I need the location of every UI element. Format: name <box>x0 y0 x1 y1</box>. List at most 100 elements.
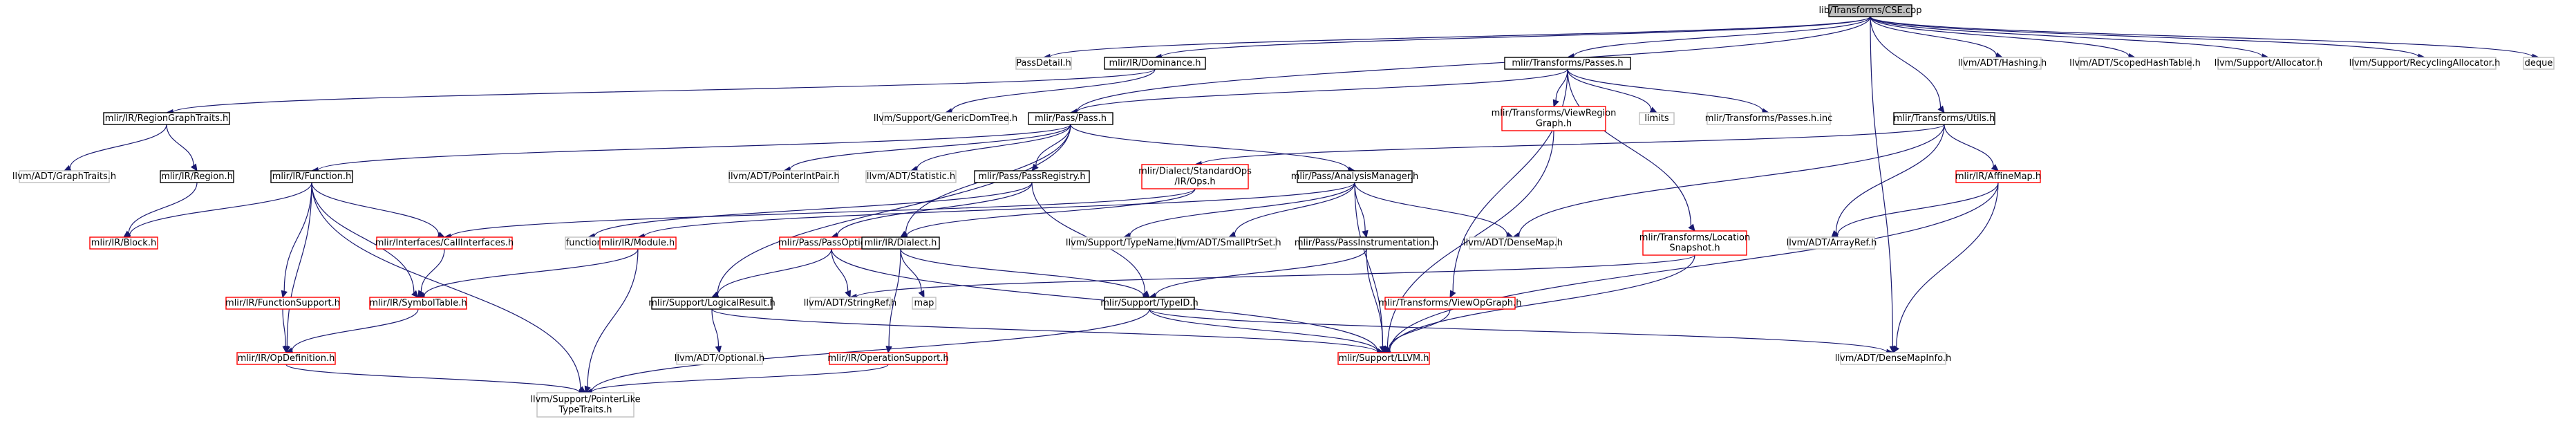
node-box <box>1299 236 1434 250</box>
node-affinemap[interactable]: mlir/IR/AffineMap.h <box>1955 170 2041 183</box>
node-passesinc[interactable]: mlir/Transforms/Passes.h.inc <box>1705 112 1832 125</box>
node-box <box>651 297 773 310</box>
node-box <box>728 170 839 183</box>
node-label: mlir/Transforms/Location <box>1639 233 1750 243</box>
node-smallptrset[interactable]: llvm/ADT/SmallPtrSet.h <box>1176 236 1281 250</box>
node-label: /IR/Ops.h <box>1174 177 1215 187</box>
node-callinterfaces[interactable]: mlir/Interfaces/CallInterfaces.h <box>375 236 514 250</box>
edge-logicalresult-to-llvmh <box>711 308 1378 353</box>
node-label: deque <box>2525 58 2553 68</box>
edge-dialect-to-typeid <box>900 248 1144 297</box>
node-box <box>1639 112 1675 125</box>
edge-analysismgr-to-module <box>643 182 1355 237</box>
node-label: mlir/Transforms/Passes.h.inc <box>1705 113 1832 124</box>
node-label: llvm/ADT/ScopedHashTable.h <box>2069 58 2201 68</box>
node-allocator[interactable]: llvm/Support/Allocator.h <box>2215 57 2323 70</box>
node-statistic[interactable]: llvm/ADT/Statistic.h <box>865 170 957 183</box>
node-label: mlir/Pass/PassInstrumentation.h <box>1295 238 1438 248</box>
edge-analysismgr-to-typename <box>1129 182 1355 236</box>
edge-analysismgr-to-llvmh <box>1354 182 1384 347</box>
node-stringref[interactable]: llvm/ADT/StringRef.h <box>804 297 896 310</box>
node-transutils[interactable]: mlir/Transforms/Utils.h <box>1893 112 1995 125</box>
edge-analysismgr-to-densemap <box>1354 182 1508 236</box>
node-recycling[interactable]: llvm/Support/RecyclingAllocator.h <box>2349 57 2501 70</box>
edge-opdefinition-to-pointerlike <box>285 364 580 393</box>
node-symboltable[interactable]: mlir/IR/SymbolTable.h <box>369 297 467 310</box>
edge-transpasses-to-passesinc <box>1567 68 1763 112</box>
edge-typeid-to-pointerlike <box>591 308 1150 392</box>
node-label: mlir/IR/Block.h <box>91 238 156 248</box>
node-typeid[interactable]: mlir/Support/TypeID.h <box>1100 297 1198 310</box>
node-passinstr[interactable]: mlir/Pass/PassInstrumentation.h <box>1295 236 1438 250</box>
node-genericdom[interactable]: llvm/Support/GenericDomTree.h <box>874 112 1017 125</box>
node-label: llvm/ADT/Hashing.h <box>1958 58 2047 68</box>
node-opdefinition[interactable]: mlir/IR/OpDefinition.h <box>236 352 336 365</box>
edge-passoptions-to-logicalresult <box>717 248 832 295</box>
edge-function-to-opdefinition <box>286 182 312 347</box>
node-label: mlir/Pass/Pass.h <box>1035 113 1107 124</box>
edge-passinstr-to-typeid <box>1155 248 1367 297</box>
node-label: lib/Transforms/CSE.cpp <box>1819 6 1922 16</box>
node-dominance[interactable]: mlir/IR/Dominance.h <box>1104 57 1206 70</box>
node-viewop[interactable]: mlir/Transforms/ViewOpGraph.h <box>1378 297 1522 310</box>
node-deque[interactable]: deque <box>2523 57 2555 70</box>
node-hashing[interactable]: llvm/ADT/Hashing.h <box>1958 57 2047 70</box>
node-densemapinfo[interactable]: llvm/ADT/DenseMapInfo.h <box>1835 352 1951 365</box>
edge-stdops-to-dialect <box>906 188 1196 236</box>
node-llvmh[interactable]: mlir/Support/LLVM.h <box>1337 352 1430 365</box>
node-dialect[interactable]: mlir/IR/Dialect.h <box>861 236 940 250</box>
node-graphtraits[interactable]: llvm/ADT/GraphTraits.h <box>12 170 116 183</box>
node-funcsupport[interactable]: mlir/IR/FunctionSupport.h <box>225 297 340 310</box>
node-densemap[interactable]: llvm/ADT/DenseMap.h <box>1463 236 1563 250</box>
edge-funcsupport-to-opdefinition <box>282 308 286 347</box>
node-pointerint[interactable]: llvm/ADT/PointerIntPair.h <box>728 170 840 183</box>
node-passdetail[interactable]: PassDetail.h <box>1015 57 1072 70</box>
node-box <box>1028 112 1113 125</box>
node-box <box>1501 106 1606 131</box>
node-logicalresult[interactable]: mlir/Support/LogicalResult.h <box>648 297 775 310</box>
node-region[interactable]: mlir/IR/Region.h <box>160 170 234 183</box>
node-map[interactable]: map <box>912 297 937 310</box>
node-label: mlir/Interfaces/CallInterfaces.h <box>375 238 514 248</box>
node-passregistry[interactable]: mlir/Pass/PassRegistry.h <box>974 170 1090 183</box>
node-limits[interactable]: limits <box>1639 112 1675 125</box>
edge-arrowhead-dialect-to-map <box>918 290 925 299</box>
node-passpass[interactable]: mlir/Pass/Pass.h <box>1028 112 1113 125</box>
edge-passregistry-to-functional <box>594 182 1033 237</box>
node-label: llvm/Support/TypeName.h <box>1066 238 1182 248</box>
node-label: limits <box>1644 113 1669 124</box>
node-analysismgr[interactable]: mlir/Pass/AnalysisManager.h <box>1291 170 1418 183</box>
edge-symboltable-to-opdefinition <box>291 308 419 351</box>
node-arrayref[interactable]: llvm/ADT/ArrayRef.h <box>1787 236 1877 250</box>
node-stdops[interactable]: mlir/Dialect/StandardOps/IR/Ops.h <box>1138 164 1252 189</box>
node-transpasses[interactable]: mlir/Transforms/Passes.h <box>1504 57 1631 70</box>
node-opsupport[interactable]: mlir/IR/OperationSupport.h <box>827 352 949 365</box>
edge-arrowhead-analysismgr-to-passinstr <box>1362 230 1369 239</box>
edge-transutils-to-arrayref <box>1835 124 1945 233</box>
node-module[interactable]: mlir/IR/Module.h <box>599 236 677 250</box>
node-block[interactable]: mlir/IR/Block.h <box>89 236 158 250</box>
node-optional[interactable]: llvm/ADT/Optional.h <box>675 352 765 365</box>
edge-passinstr-to-llvmh <box>1366 248 1384 347</box>
edge-typeid-to-densemapinfo <box>1149 308 1888 353</box>
node-box <box>1181 236 1277 250</box>
node-box <box>2078 57 2192 70</box>
node-label: mlir/IR/Dominance.h <box>1109 58 1201 68</box>
node-box <box>1893 112 1995 125</box>
edge-arrowhead-transutils-to-affinemap <box>1991 164 1999 171</box>
edge-passpass-to-function <box>317 124 1071 171</box>
node-box <box>2217 57 2320 70</box>
node-function[interactable]: mlir/IR/Function.h <box>270 170 353 183</box>
node-label: PassDetail.h <box>1016 58 1071 68</box>
node-typename[interactable]: llvm/Support/TypeName.h <box>1066 236 1182 250</box>
node-regiongraph[interactable]: mlir/IR/RegionGraphTraits.h <box>103 112 230 125</box>
node-box <box>1104 297 1195 310</box>
edge-cse-to-passdetail <box>1049 16 1871 58</box>
node-label: mlir/Support/LogicalResult.h <box>648 298 775 308</box>
edge-transutils-to-densemap <box>1519 124 1945 236</box>
node-scopedhash[interactable]: llvm/ADT/ScopedHashTable.h <box>2069 57 2201 70</box>
